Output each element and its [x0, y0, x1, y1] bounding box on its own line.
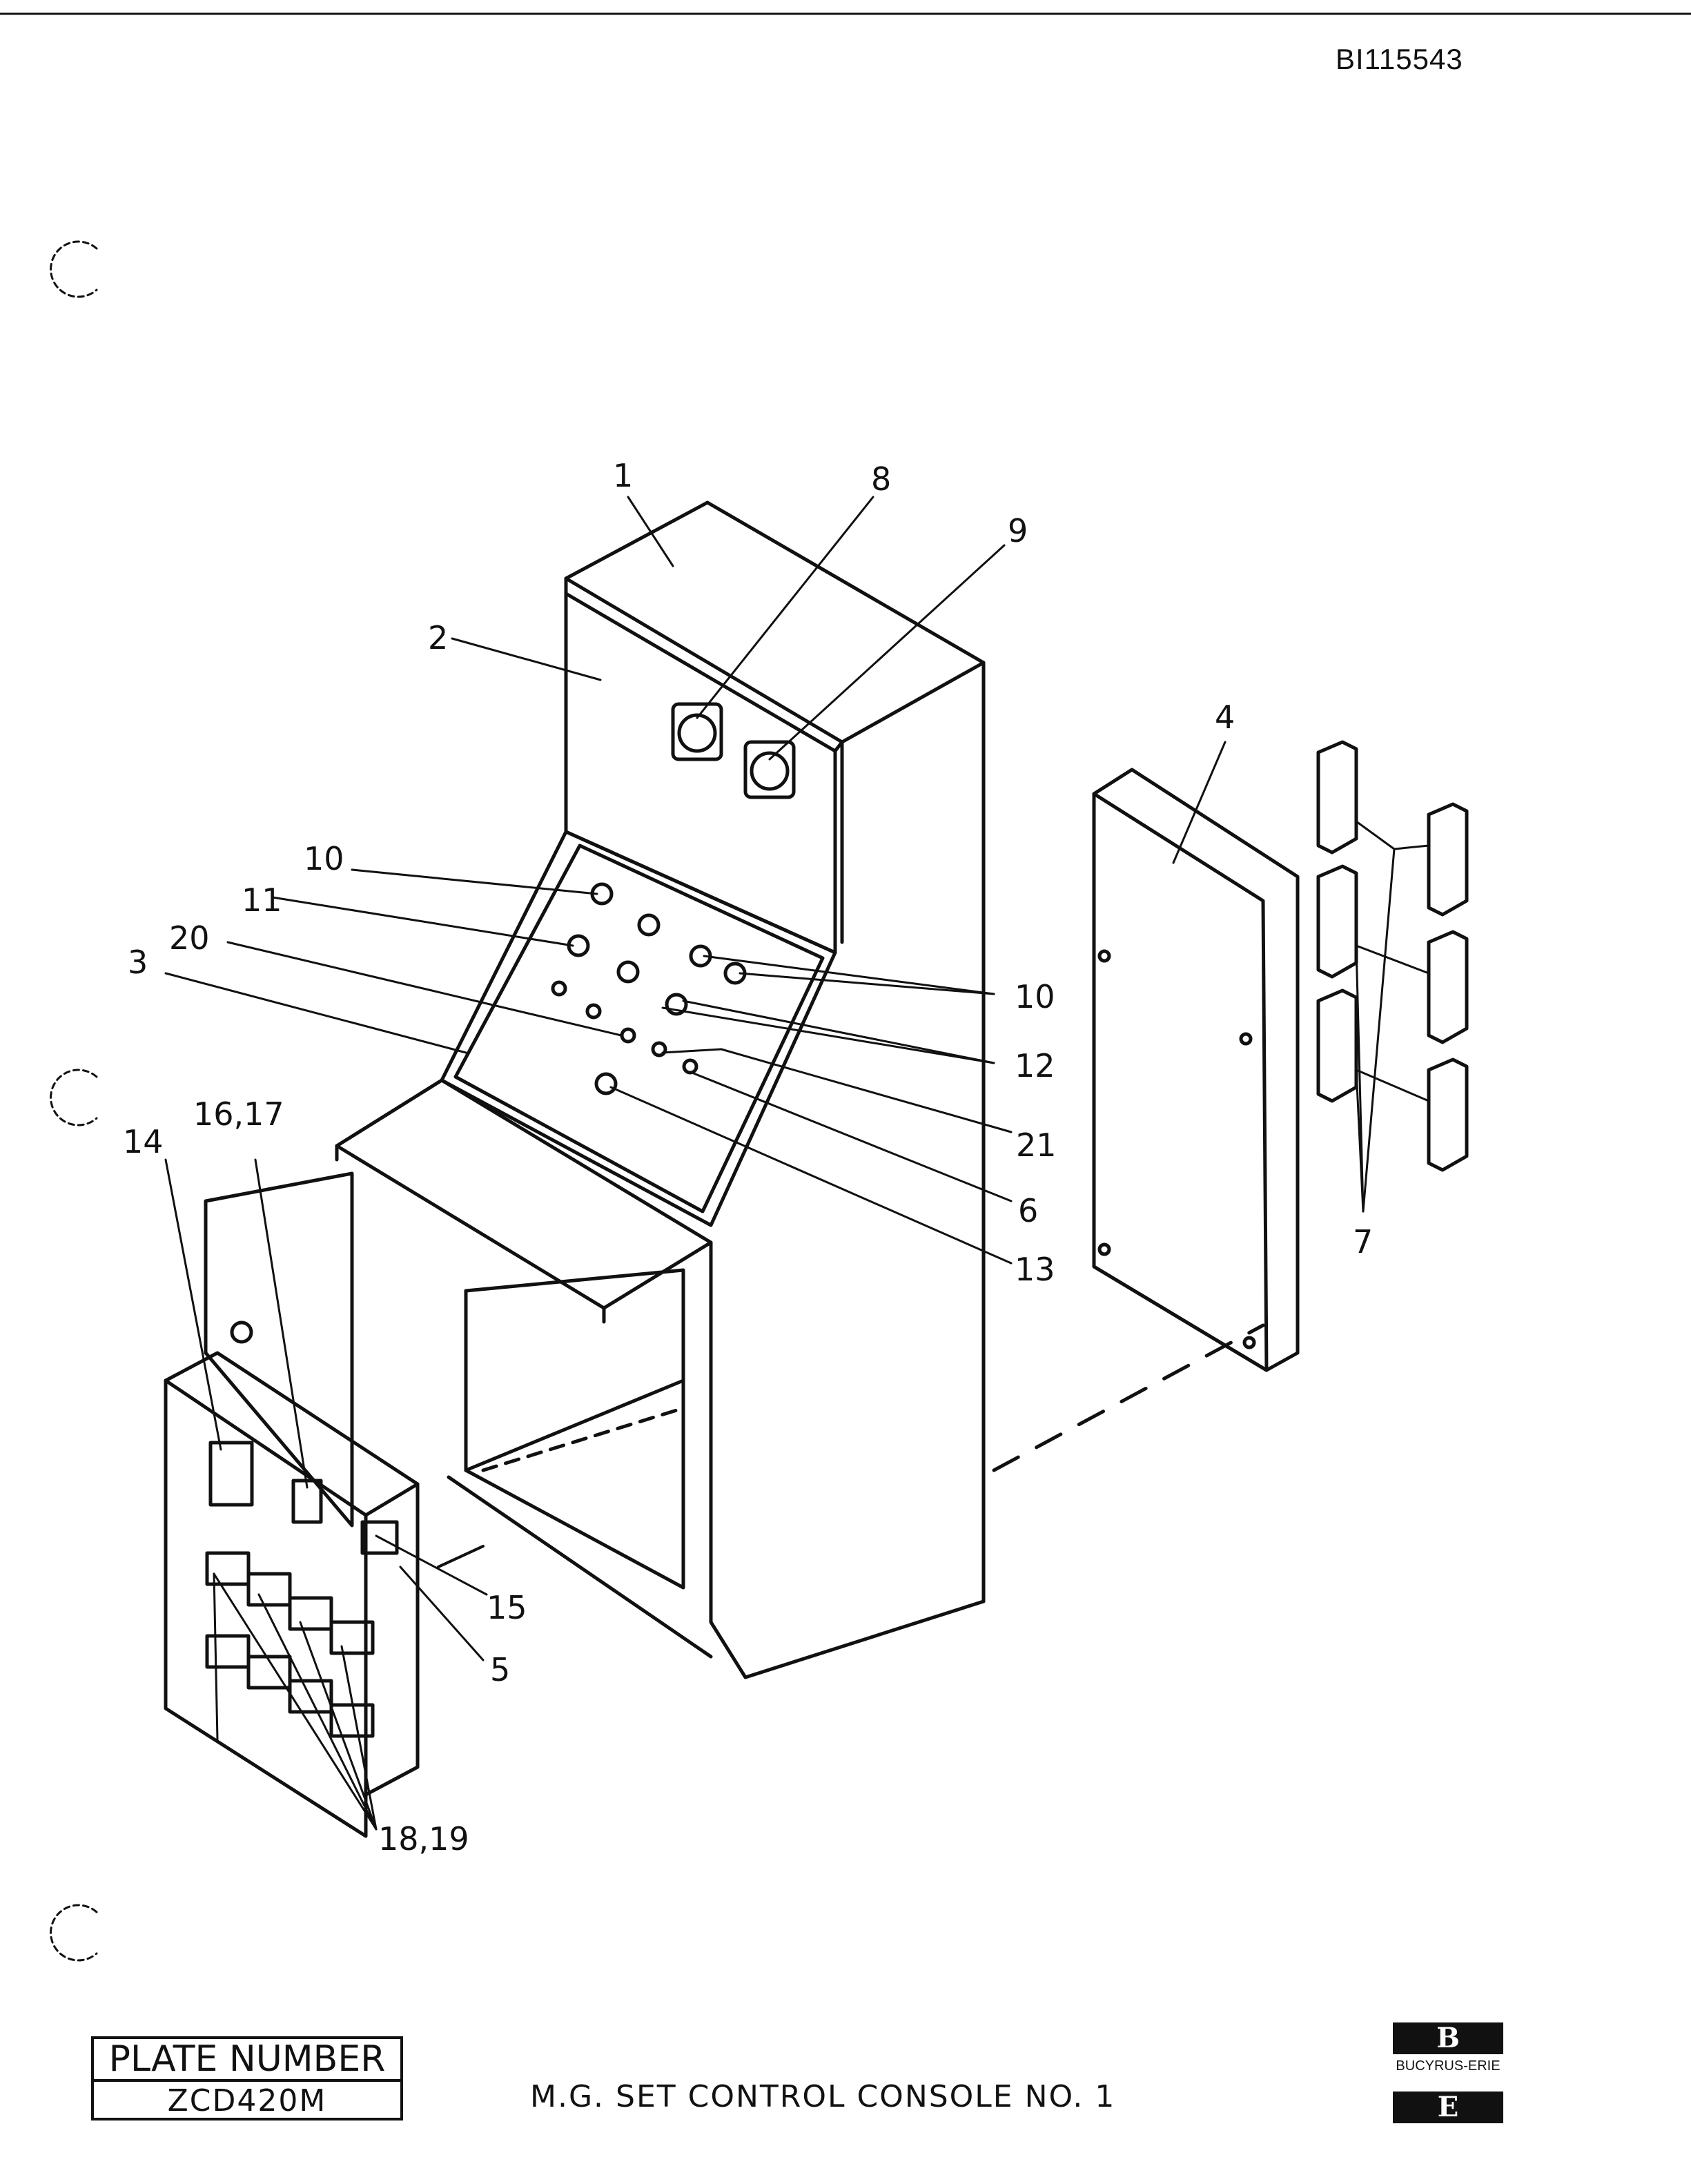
callout-4: 4	[1215, 699, 1235, 736]
document-id: BI115543	[1336, 43, 1463, 75]
callout-15: 15	[487, 1589, 527, 1626]
logo-text: BUCYRUS-ERIE	[1396, 2058, 1501, 2074]
callout-11: 11	[242, 881, 282, 919]
callout-12: 12	[1015, 1047, 1055, 1084]
binder-hole	[50, 240, 98, 298]
relay-16-17	[291, 1479, 323, 1524]
callout-labels: 1 2 3 4 5 6 7 8 9 10 10 11 12 13 14 15 1…	[123, 457, 1373, 1858]
callout-2: 2	[428, 619, 448, 656]
callout-3: 3	[128, 944, 148, 981]
callout-7: 7	[1353, 1223, 1373, 1260]
meter-9	[743, 740, 796, 799]
meter-8	[671, 702, 723, 761]
callout-8: 8	[871, 460, 891, 498]
callout-20: 20	[169, 919, 210, 957]
open-door	[204, 1171, 354, 1528]
plate-number: ZCD420M	[167, 2083, 327, 2118]
relay-15	[360, 1520, 399, 1555]
callout-13: 13	[1015, 1251, 1055, 1288]
plate-label: PLATE NUMBER	[94, 2039, 400, 2082]
callout-6: 6	[1018, 1192, 1038, 1229]
bucyrus-erie-logo: B BUCYRUS-ERIE E	[1387, 2022, 1509, 2126]
callout-9: 9	[1008, 512, 1028, 549]
logo-bottom-block: E	[1393, 2092, 1503, 2123]
control-panel	[440, 830, 837, 1227]
drawing-title: M.G. SET CONTROL CONSOLE NO. 1	[530, 2079, 1116, 2114]
callout-10-right: 10	[1015, 978, 1055, 1015]
cabinet-opening	[464, 1268, 685, 1590]
binder-hole	[50, 1904, 98, 1962]
callout-21: 21	[1016, 1127, 1057, 1164]
callout-10-left: 10	[304, 840, 344, 877]
callout-1: 1	[613, 457, 633, 494]
filler-blocks	[1316, 740, 1469, 1172]
plate-number-box: PLATE NUMBER ZCD420M	[91, 2036, 403, 2120]
callout-18-19: 18,19	[378, 1820, 469, 1858]
callout-16-17: 16,17	[193, 1095, 284, 1133]
callout-14: 14	[123, 1123, 164, 1160]
terminal-block-row	[205, 1551, 375, 1738]
callout-5: 5	[490, 1651, 510, 1688]
lower-cabinet	[709, 1254, 986, 1679]
logo-top-block: B	[1393, 2022, 1503, 2054]
binder-hole	[50, 1069, 98, 1127]
relay-14	[208, 1441, 254, 1507]
